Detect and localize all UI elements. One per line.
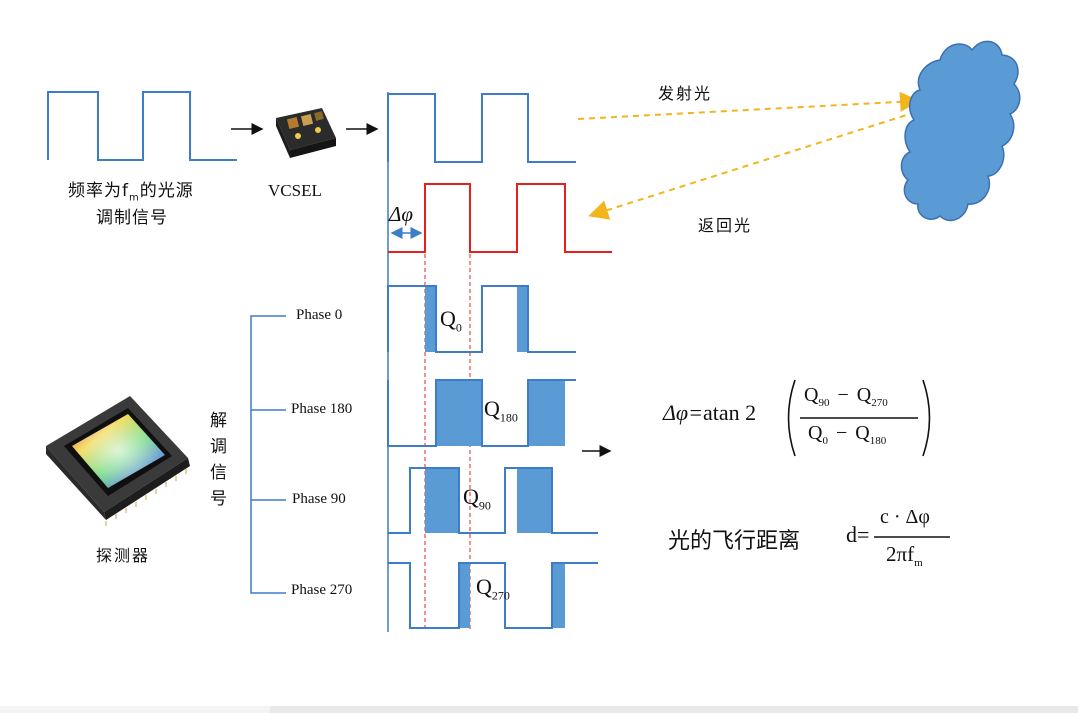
formula1-func: atan 2 bbox=[702, 400, 757, 425]
detector-label: 探测器 bbox=[96, 546, 151, 565]
phase-label-90: Phase 90 bbox=[292, 491, 346, 507]
source-label-part2: 的光源 bbox=[139, 181, 194, 201]
formula1-denominator: Q0 − Q180 bbox=[808, 422, 886, 447]
phase-270-filled-region bbox=[459, 563, 470, 628]
demod-char-1: 调 bbox=[210, 437, 227, 457]
detector-sensor-image bbox=[46, 396, 190, 526]
q90-sub: 90 bbox=[478, 498, 491, 513]
phase-bracket bbox=[250, 315, 286, 594]
emitted-light-arrow bbox=[577, 91, 920, 120]
vcsel-chip-image bbox=[276, 108, 336, 158]
phase-90-filled-region bbox=[425, 468, 459, 533]
phase-180-wave bbox=[387, 379, 576, 447]
formula2-den-sub: m bbox=[914, 557, 923, 570]
formula1-numerator: Q90 − Q270 bbox=[804, 384, 888, 409]
emitted-light-label: 发射光 bbox=[658, 84, 713, 103]
phase-label-0: Phase 0 bbox=[296, 307, 343, 323]
returned-wave bbox=[388, 183, 612, 253]
q0-sub: 0 bbox=[455, 320, 462, 335]
phase-180-filled-region-2 bbox=[528, 380, 565, 446]
formula1-lhs-text: Δφ= bbox=[663, 400, 703, 425]
bottom-scroll-strip bbox=[0, 706, 1078, 713]
phase-label-270: Phase 270 bbox=[291, 582, 353, 598]
formula1-lhs: Δφ=atan 2 bbox=[663, 400, 756, 426]
source-label-part1: 频率为f bbox=[68, 181, 129, 201]
phase-label-180: Phase 180 bbox=[291, 401, 353, 417]
q270-label: Q270 bbox=[476, 574, 510, 603]
formula1-num-b-sub: 270 bbox=[871, 397, 888, 409]
q90-label: Q90 bbox=[463, 484, 491, 513]
source-signal-label-line2: 调制信号 bbox=[96, 208, 168, 228]
formula1-left-paren bbox=[787, 379, 796, 457]
source-label-sub: m bbox=[129, 192, 140, 204]
formula2-den-main: 2πf bbox=[886, 542, 915, 566]
formula2-prefix: 光的飞行距离 bbox=[668, 529, 801, 554]
formula1-den-a-sub: 0 bbox=[822, 435, 828, 447]
phase-90-filled-region-2 bbox=[517, 468, 552, 533]
delta-phi-label: Δφ bbox=[389, 202, 413, 226]
phase-270-filled-region-2 bbox=[552, 563, 565, 628]
formula1-den-a: Q bbox=[808, 422, 823, 444]
formula1-num-a-sub: 90 bbox=[818, 397, 830, 409]
q90-letter: Q bbox=[463, 484, 479, 509]
q180-letter: Q bbox=[484, 396, 500, 421]
q0-label: Q0 bbox=[440, 306, 462, 335]
formula1-num-a: Q bbox=[804, 384, 819, 406]
formula2-numerator: c · Δφ bbox=[880, 506, 930, 528]
q180-label: Q180 bbox=[484, 396, 518, 425]
demod-char-0: 解 bbox=[210, 411, 227, 431]
returned-light-label: 返回光 bbox=[698, 216, 753, 235]
phase-180-filled-region bbox=[436, 380, 482, 446]
phase-270-wave bbox=[388, 562, 598, 629]
formula2-denominator: 2πfm bbox=[886, 542, 923, 569]
phase-0-wave bbox=[387, 285, 576, 353]
source-modulation-wave bbox=[47, 91, 237, 161]
q270-sub: 270 bbox=[491, 588, 510, 603]
demod-char-3: 号 bbox=[210, 489, 227, 509]
formula1-den-b: Q bbox=[855, 422, 870, 444]
emitted-wave bbox=[387, 93, 576, 163]
cloud-target-shape bbox=[900, 40, 1021, 222]
formula1-num-op: − bbox=[837, 384, 849, 406]
formula2-lhs: d= bbox=[846, 522, 870, 547]
source-signal-label: 频率为fm的光源 bbox=[68, 176, 194, 203]
bottom-scroll-thumb bbox=[0, 706, 270, 713]
phase-0-filled-region bbox=[425, 286, 436, 352]
q180-sub: 180 bbox=[499, 410, 518, 425]
formula1-num-b: Q bbox=[856, 384, 872, 406]
formula1-right-paren bbox=[922, 379, 931, 457]
formula1-den-op: − bbox=[835, 422, 848, 444]
phase-0-filled-region-2 bbox=[517, 286, 528, 352]
phase-90-wave bbox=[388, 467, 598, 534]
formula1-den-b-sub: 180 bbox=[869, 435, 887, 447]
demod-char-2: 信 bbox=[210, 463, 227, 483]
q0-letter: Q bbox=[440, 306, 456, 331]
q270-letter: Q bbox=[476, 574, 492, 599]
returned-light-arrow bbox=[588, 111, 917, 220]
vcsel-label: VCSEL bbox=[268, 181, 322, 200]
